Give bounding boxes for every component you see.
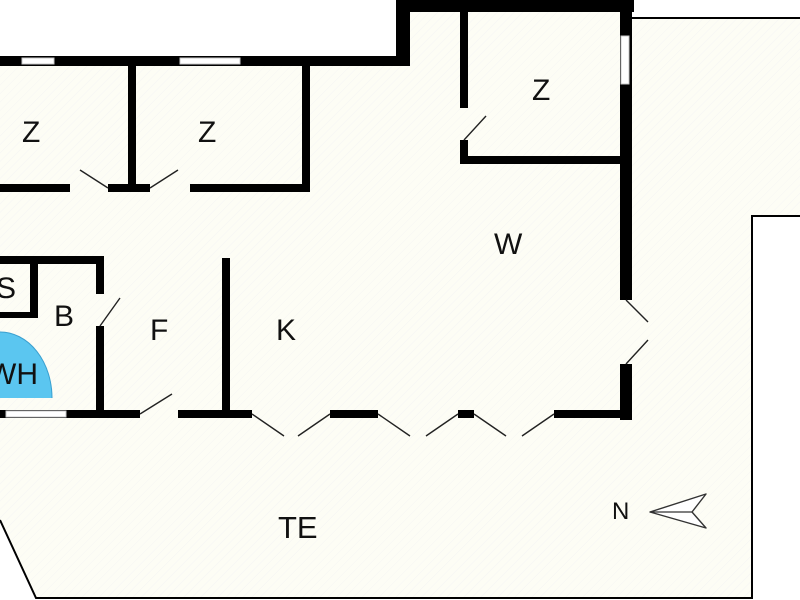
room-label-storage: S <box>0 272 17 305</box>
room-label-terrace: TE <box>278 510 318 545</box>
room-label-hall: F <box>150 314 169 347</box>
room-label-bathroom: B <box>54 300 75 333</box>
whirlpool-edge <box>0 331 53 399</box>
room-label-whirlpool: WH <box>0 358 38 391</box>
north-label: N <box>612 498 630 525</box>
terrace-area <box>0 18 800 598</box>
room-label-kitchen: K <box>276 314 297 347</box>
terrace-outline <box>0 215 800 599</box>
interior-floor <box>0 6 630 416</box>
room-label-living: W <box>494 228 523 261</box>
room-label-bedroom-3: Z <box>532 74 551 107</box>
doors <box>79 115 649 437</box>
whirlpool-tub <box>0 332 52 398</box>
windows <box>5 35 630 418</box>
room-label-bedroom-1: Z <box>22 116 41 149</box>
room-label-bedroom-2: Z <box>198 116 217 149</box>
north-arrow-icon <box>649 493 707 529</box>
